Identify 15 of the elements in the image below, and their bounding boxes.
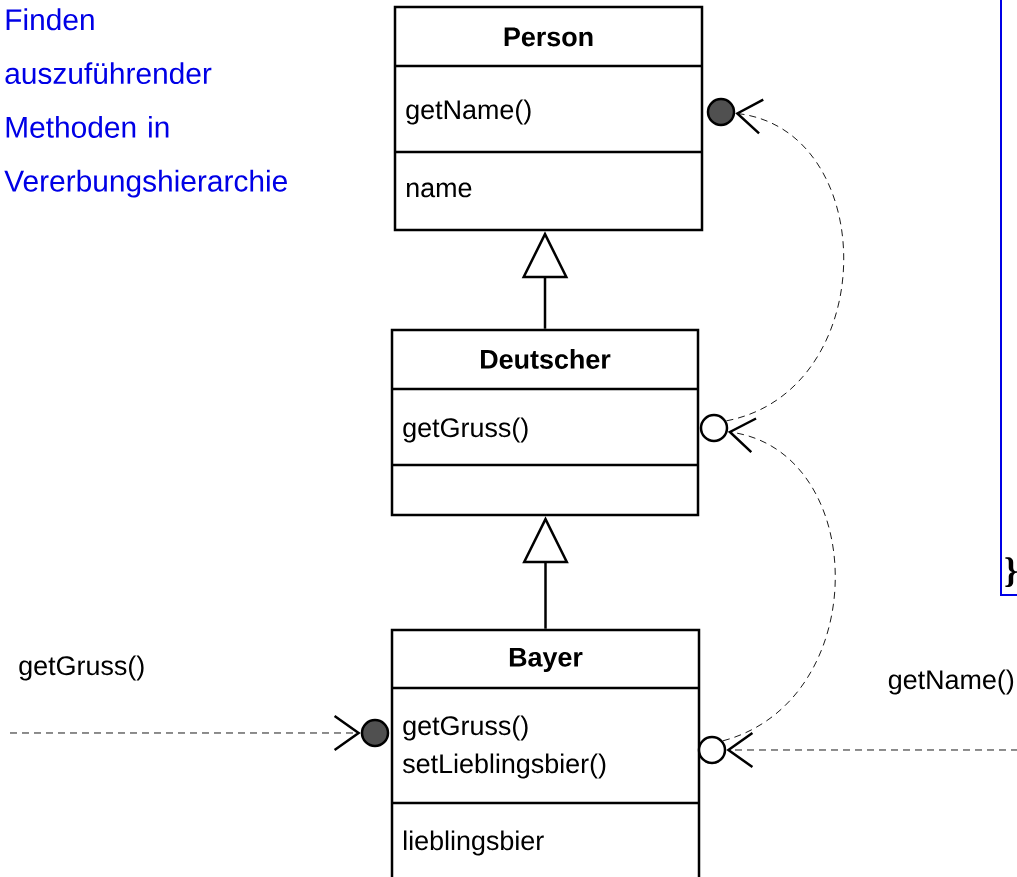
code-box: } — [1000, 0, 1017, 596]
class-box: Person getName() name — [393, 5, 704, 232]
message-dot — [697, 735, 727, 765]
message-dot — [706, 97, 736, 127]
class-box: Bayer getGruss() setLieblingsbier() lieblingsbier — [390, 628, 701, 877]
message-arrow — [9, 714, 361, 752]
class-box: Deutscher getGruss() — [390, 328, 700, 517]
edge-label: getName() — [888, 669, 1014, 695]
message-arrow — [726, 731, 1017, 769]
message-dot — [699, 413, 729, 443]
edge-label: getGruss() — [19, 655, 144, 681]
note-text: Finden auszuführender Methoden in Vererbungshierarchie — [4, 8, 287, 198]
message-dot — [360, 718, 390, 748]
message-arrow — [725, 98, 845, 422]
message-arrow — [722, 417, 836, 742]
